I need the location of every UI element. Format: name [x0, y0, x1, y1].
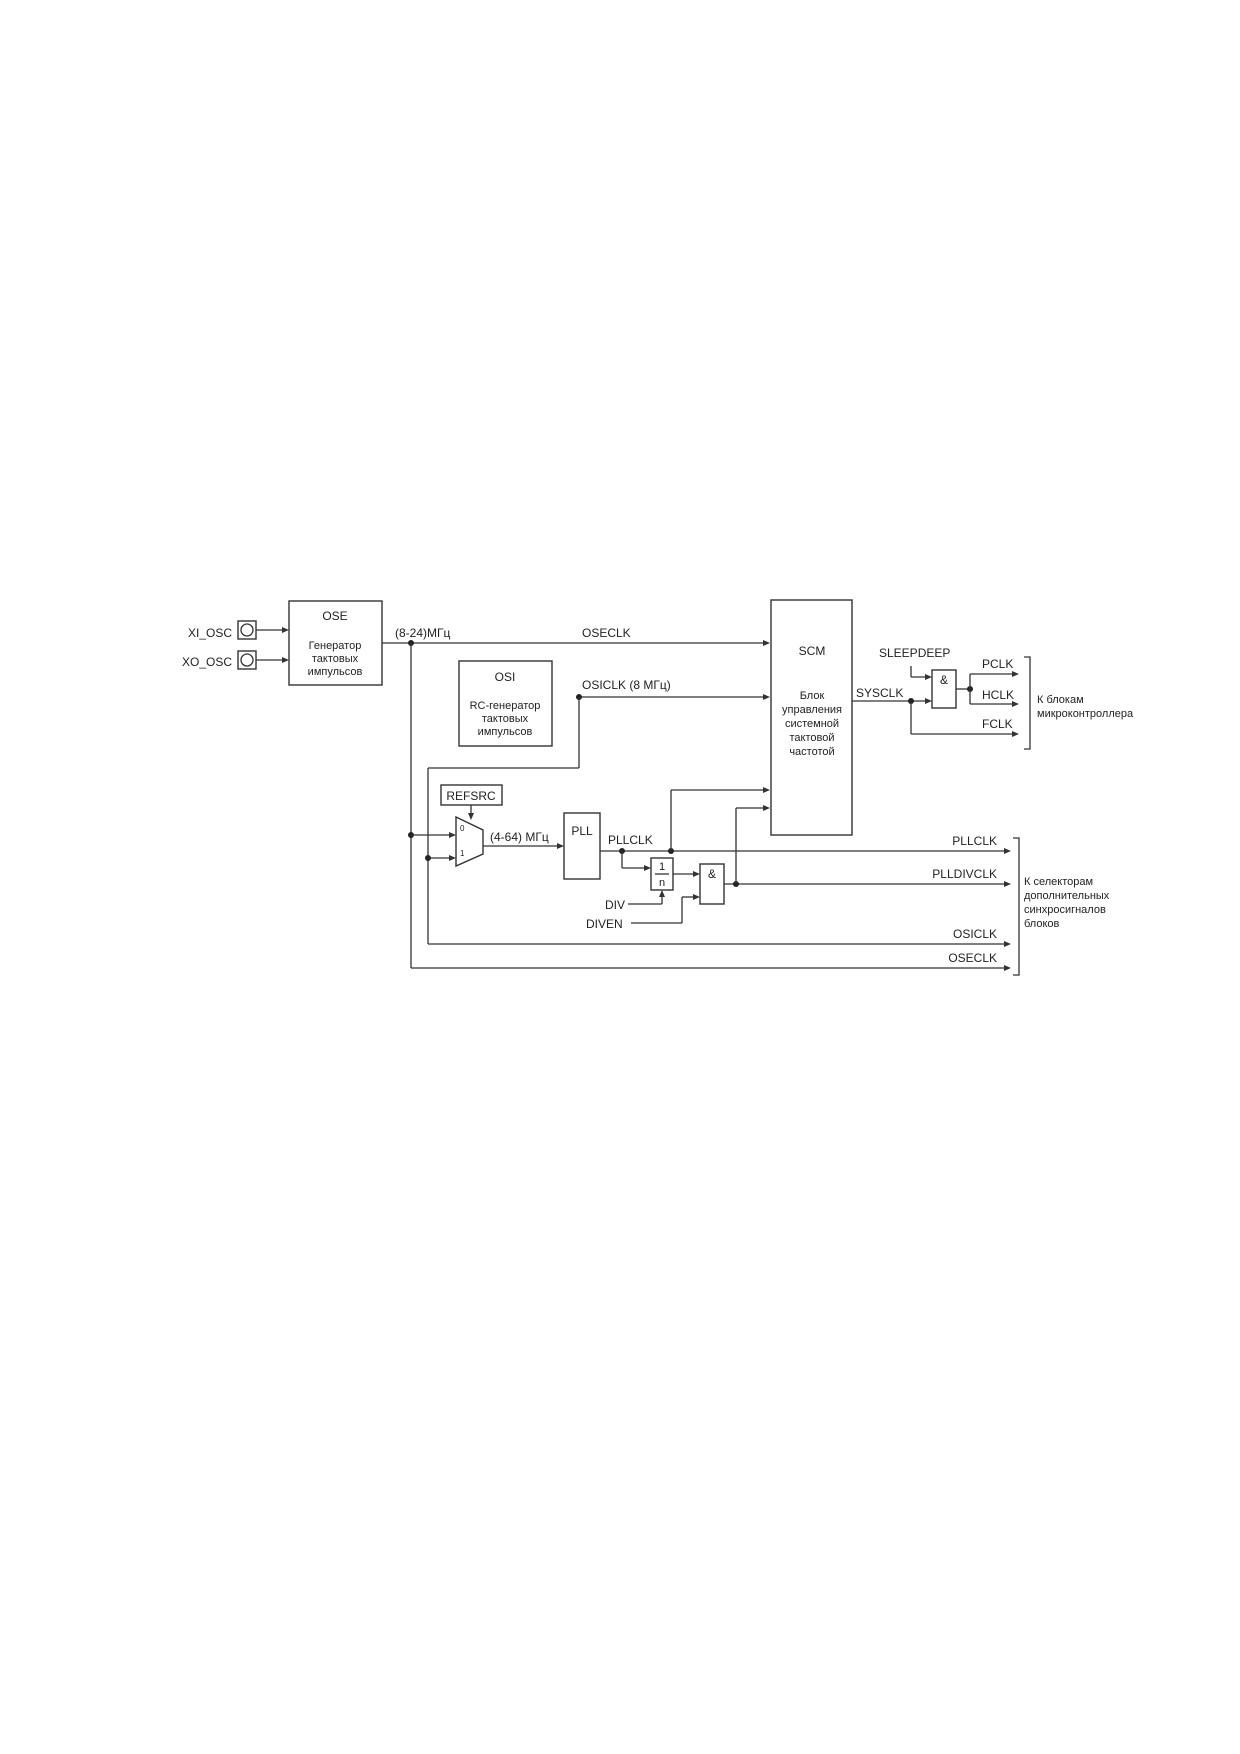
pll-frequency-label: (4-64) МГц — [490, 830, 549, 844]
pclk-arrow-icon — [1012, 671, 1019, 677]
diven-label: DIVEN — [586, 917, 623, 931]
xi-osc-pin-icon — [237, 620, 257, 640]
hclk-arrow-icon — [1012, 701, 1019, 707]
fclk-arrow-icon — [1012, 731, 1019, 737]
sleep-and-gate — [931, 669, 957, 709]
outputs-top-dest-line1: К блокам — [1037, 694, 1084, 706]
plldivclk-arrow-icon — [1004, 881, 1011, 887]
out-pllclk-label: PLLCLK — [952, 834, 997, 848]
xo-osc-label: XO_OSC — [182, 655, 232, 669]
osiclk-out-arrow-icon — [1004, 941, 1011, 947]
outputs-bottom-dest-line3: синхросигналов — [1024, 904, 1106, 916]
out-osiclk-label: OSICLK — [953, 927, 997, 941]
xo-osc-arrow-icon — [282, 657, 289, 663]
mux-input0-label: 0 — [460, 824, 465, 833]
refsrc-label: REFSRC — [446, 789, 496, 803]
sleepdeep-arrow-icon — [925, 674, 932, 680]
oseclk-arrow-icon — [763, 640, 770, 646]
outputs-bottom-dest-line4: блоков — [1024, 918, 1060, 930]
ose-desc-line2: тактовых — [312, 653, 359, 665]
ose-desc-line1: Генератор — [309, 640, 362, 652]
ose-desc-line3: импульсов — [308, 666, 363, 678]
outputs-bottom-bracket — [1013, 837, 1020, 976]
diven-arrow-icon — [693, 894, 700, 900]
osi-desc-line1: RC-генератор — [470, 700, 541, 712]
osi-title: OSI — [495, 670, 516, 684]
osi-block — [458, 660, 553, 747]
outputs-bottom-dest-line2: дополнительных — [1024, 890, 1110, 902]
div-label: DIV — [605, 898, 625, 912]
sleep-and-gate-symbol: & — [940, 673, 948, 687]
div-and-gate — [699, 863, 725, 905]
div-and-gate-symbol: & — [708, 867, 716, 881]
outputs-bottom-dest-line1: К селекторам — [1024, 876, 1093, 888]
xi-osc-label: XI_OSC — [188, 626, 232, 640]
out-plldivclk-label: PLLDIVCLK — [932, 867, 997, 881]
div-in-arrow-icon — [644, 865, 651, 871]
pll-block — [563, 812, 601, 880]
pllclk-to-scm-arrow-icon — [763, 787, 770, 793]
osiclk-label: OSICLK (8 МГц) — [582, 678, 671, 692]
scm-desc-line4: тактовой — [790, 732, 835, 744]
sleepdeep-label: SLEEPDEEP — [879, 646, 950, 660]
sysclk-label: SYSCLK — [856, 686, 903, 700]
ose-block — [288, 600, 383, 686]
mux-out-arrow-icon — [557, 843, 564, 849]
ose-title: OSE — [322, 609, 347, 623]
oseclk-label: OSECLK — [582, 626, 631, 640]
pclk-label: PCLK — [982, 657, 1013, 671]
osi-desc-line3: импульсов — [478, 726, 533, 738]
osiclk-arrow-icon — [763, 694, 770, 700]
div-arrow-icon — [659, 890, 665, 897]
scm-title: SCM — [799, 644, 826, 658]
refsrc-mux — [455, 815, 484, 868]
plldivclk-to-scm-arrow-icon — [763, 805, 770, 811]
div-out-arrow-icon — [693, 871, 700, 877]
pllclk-label: PLLCLK — [608, 833, 653, 847]
xo-osc-pin-icon — [237, 650, 257, 670]
scm-desc-line1: Блок — [800, 690, 825, 702]
out-oseclk-label: OSECLK — [948, 951, 997, 965]
mux-input1-label: 1 — [460, 849, 465, 858]
refsrc-arrow-icon — [468, 813, 474, 820]
scm-block — [770, 599, 853, 836]
xi-osc-arrow-icon — [282, 627, 289, 633]
scm-desc-line2: управления — [782, 704, 842, 716]
divider-numerator: 1 — [659, 861, 665, 873]
osi-desc-line2: тактовых — [482, 713, 529, 725]
outputs-top-bracket — [1024, 656, 1031, 750]
sysclk-arrow-icon — [925, 698, 932, 704]
ose-frequency-label: (8-24)МГц — [395, 626, 451, 640]
scm-desc-line3: системной — [785, 718, 839, 730]
hclk-label: HCLK — [982, 688, 1014, 702]
pllclk-out-arrow-icon — [1004, 848, 1011, 854]
divider-denominator: n — [659, 877, 665, 889]
mux-input1-arrow-icon — [449, 855, 456, 861]
oseclk-out-arrow-icon — [1004, 965, 1011, 971]
scm-desc-line5: частотой — [789, 746, 834, 758]
pll-title: PLL — [571, 824, 593, 838]
outputs-top-dest-line2: микроконтроллера — [1037, 708, 1134, 720]
fclk-label: FCLK — [982, 717, 1013, 731]
mux-input0-arrow-icon — [449, 832, 456, 838]
